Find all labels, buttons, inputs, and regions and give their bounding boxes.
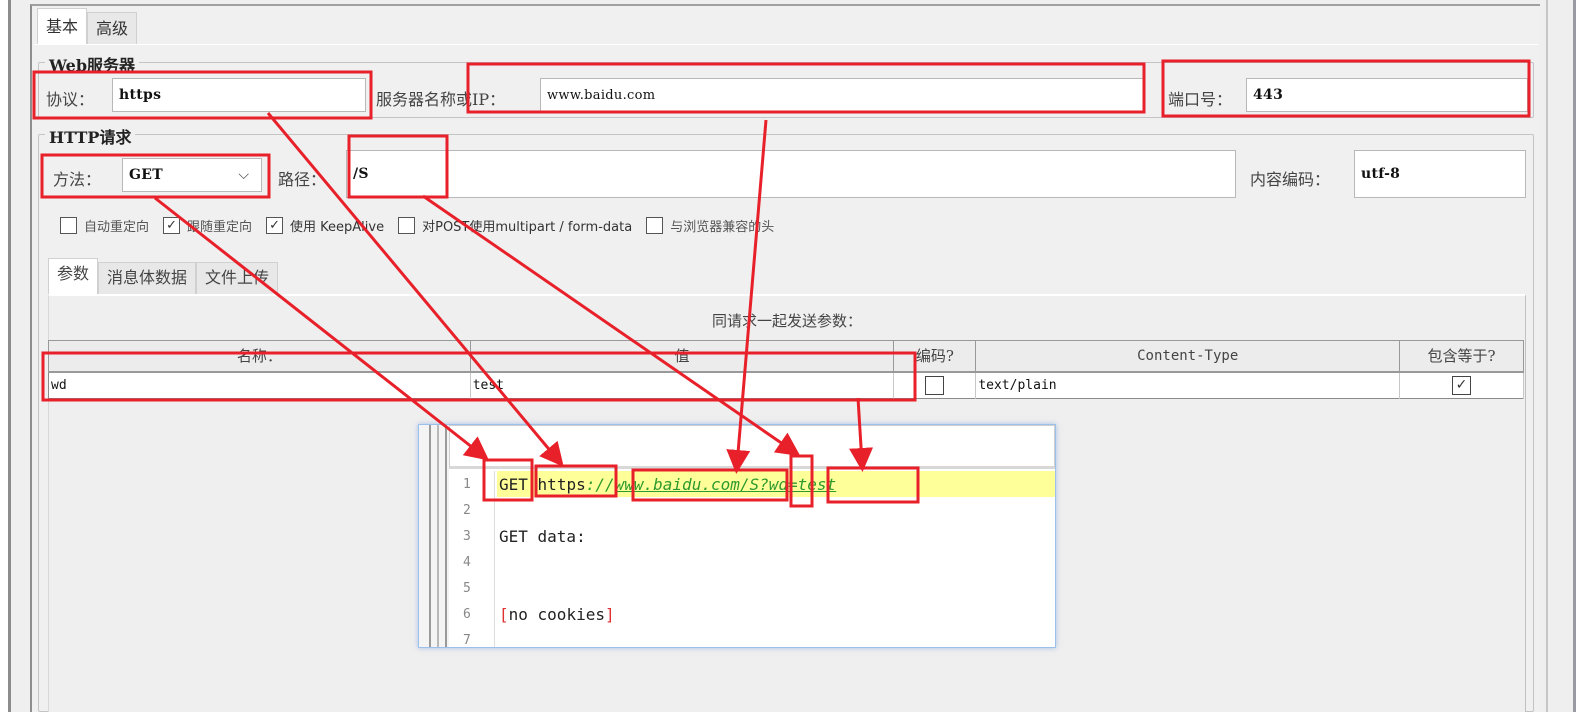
parameters-table: 名称： 值 编码? Content-Type 包含等于? wd test tex…	[48, 340, 1524, 399]
content-encoding-label: 内容编码：	[1250, 170, 1331, 189]
line-gutter: 1 2 3 4 5 6 7	[449, 471, 495, 647]
checkbox-auto-redirect[interactable]	[60, 217, 77, 234]
column-header-content-type[interactable]: Content-Type	[975, 340, 1401, 373]
column-header-name[interactable]: 名称：	[48, 340, 471, 373]
table-row[interactable]: wd test text/plain ✓	[48, 371, 1524, 399]
checkbox-browser-headers[interactable]	[646, 217, 664, 234]
request-result-view: 1 2 3 4 5 6 7 GET https://www.baidu.com/…	[418, 424, 1056, 648]
encode-checkbox[interactable]	[925, 375, 945, 395]
param-tab-bar: 参数 消息体数据 文件上传	[48, 258, 279, 294]
protocol-input[interactable]: https	[112, 78, 366, 112]
tab-file-upload[interactable]: 文件上传	[196, 262, 279, 294]
param-content-type-cell[interactable]: text/plain	[975, 371, 1401, 399]
method-select[interactable]: GET ⌵	[122, 158, 262, 192]
code-line-get-data: GET data:	[499, 526, 586, 546]
param-name-cell[interactable]: wd	[48, 371, 471, 399]
chevron-down-icon: ⌵	[238, 167, 249, 183]
option-follow-redirect[interactable]: ✓ 跟随重定向	[163, 216, 252, 235]
path-label: 路径：	[278, 170, 327, 189]
protocol-label: 协议：	[46, 90, 95, 109]
request-separator: ://	[585, 474, 615, 494]
checkbox-multipart[interactable]	[398, 217, 416, 234]
column-header-value[interactable]: 值	[469, 340, 895, 373]
request-host[interactable]: www.baidu.com	[614, 474, 740, 494]
port-input[interactable]: 443	[1246, 78, 1528, 112]
tab-parameters[interactable]: 参数	[48, 258, 99, 294]
code-line-cookies: [no cookies]	[499, 604, 615, 624]
checkbox-keepalive[interactable]: ✓	[266, 217, 284, 234]
option-keepalive[interactable]: ✓ 使用 KeepAlive	[266, 216, 384, 235]
editor-scroll-rails	[419, 425, 449, 647]
request-query[interactable]: ?wd=test	[759, 474, 837, 494]
param-encode-cell[interactable]	[893, 371, 977, 399]
web-server-legend: Web服务器	[45, 52, 140, 76]
method-label: 方法：	[53, 170, 102, 189]
top-tab-bar: 基本 高级	[37, 8, 138, 44]
request-scheme: https	[537, 474, 586, 494]
http-request-legend: HTTP请求	[45, 124, 136, 148]
param-value-cell[interactable]: test	[470, 371, 895, 399]
param-include-equals-cell[interactable]: ✓	[1399, 371, 1524, 399]
tab-body-data[interactable]: 消息体数据	[98, 262, 197, 294]
panel-divider	[1546, 0, 1548, 712]
checkbox-follow-redirect[interactable]: ✓	[163, 217, 181, 234]
include-equals-checkbox[interactable]: ✓	[1452, 375, 1472, 395]
path-input[interactable]: /S	[346, 150, 1236, 198]
option-browser-headers[interactable]: 与浏览器兼容的头	[646, 216, 774, 235]
server-name-input[interactable]: www.baidu.com	[540, 78, 1145, 112]
port-label: 端口号：	[1168, 90, 1233, 109]
server-label: 服务器名称或IP：	[376, 90, 506, 109]
params-caption: 同请求一起发送参数：	[711, 312, 862, 330]
request-options: 自动重定向 ✓ 跟随重定向 ✓ 使用 KeepAlive 对POST使用mult…	[60, 216, 788, 235]
tab-advanced[interactable]: 高级	[87, 12, 138, 44]
request-method: GET	[499, 474, 528, 494]
column-header-include-equals[interactable]: 包含等于?	[1399, 340, 1524, 373]
editor-body[interactable]: 1 2 3 4 5 6 7 GET https://www.baidu.com/…	[449, 471, 1055, 647]
editor-header	[449, 425, 1055, 469]
code-line-request: GET https://www.baidu.com/S?wd=test	[497, 471, 1055, 497]
column-header-encode[interactable]: 编码?	[893, 340, 977, 373]
option-auto-redirect[interactable]: 自动重定向	[60, 216, 149, 235]
option-multipart[interactable]: 对POST使用multipart / form-data	[398, 216, 632, 235]
content-encoding-input[interactable]: utf-8	[1354, 150, 1526, 198]
request-path[interactable]: /S	[739, 474, 760, 494]
tab-basic[interactable]: 基本	[37, 8, 88, 44]
